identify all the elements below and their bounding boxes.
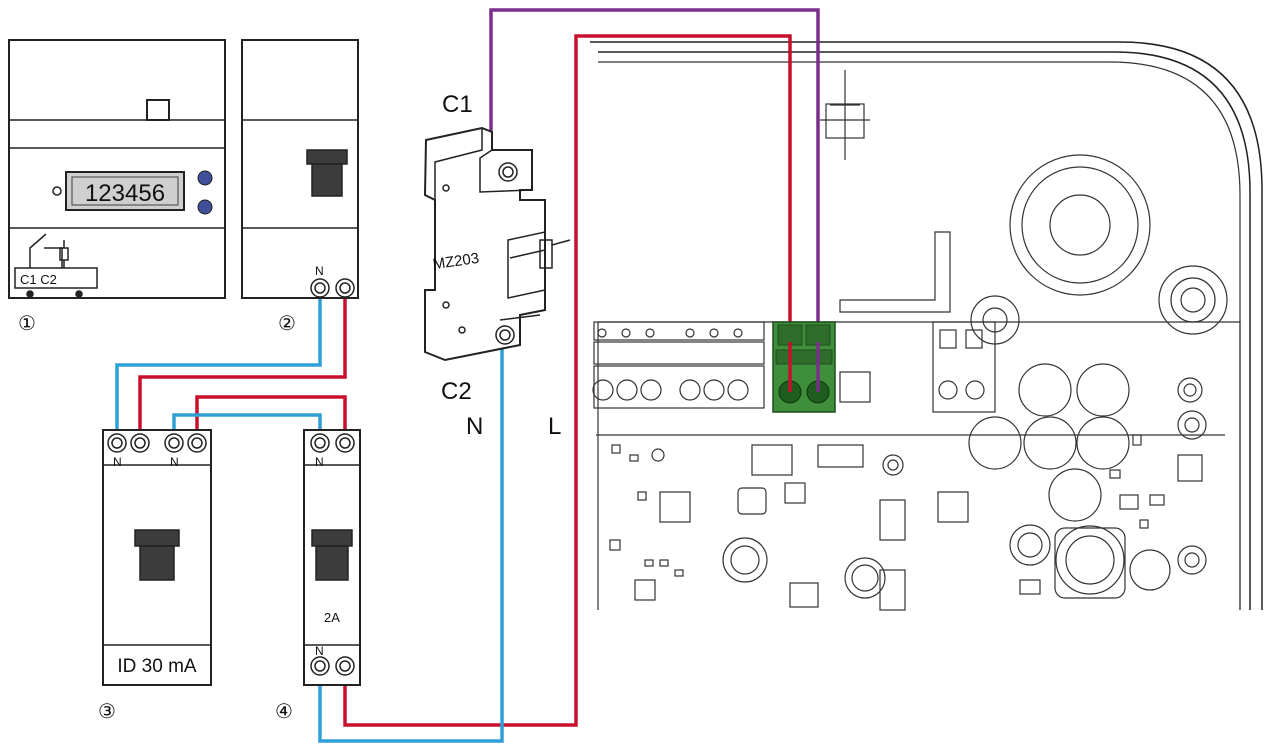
- indicator-led: [197, 170, 213, 186]
- meter-display-value: 123456: [85, 180, 165, 207]
- meter-contact-label: C1 C2: [20, 272, 57, 287]
- contactor-terminal-c2: C2: [441, 378, 472, 405]
- rcd-neutral-label-1: N: [113, 455, 122, 469]
- relay-contact-symbol: [14, 233, 98, 298]
- residual-current-device: [102, 429, 212, 686]
- indicator-led: [197, 199, 213, 215]
- wires: [115, 8, 820, 743]
- neutral-wire-label: N: [466, 413, 483, 440]
- contactor-terminal-c1: C1: [442, 91, 473, 118]
- neutral-wire-to-contactor: [318, 336, 504, 743]
- line-wire-label: L: [548, 413, 561, 440]
- main-breaker-neutral-label: N: [315, 264, 324, 278]
- contactor-model-label: MZ203: [432, 250, 481, 273]
- breaker-2a: [303, 429, 361, 686]
- device-number-3: ③: [98, 701, 116, 723]
- device-number-2: ②: [278, 313, 296, 335]
- breaker-2a-rating-label: 2A: [324, 610, 340, 625]
- energy-meter: 123456 C1 C2: [8, 39, 226, 299]
- rcd-rating-label: ID 30 mA: [117, 656, 197, 677]
- charger-input-terminal: [772, 321, 836, 413]
- control-wire: [489, 8, 820, 342]
- screw-terminal-row: [592, 321, 765, 409]
- charger-enclosure: [590, 41, 1263, 611]
- meter-display: [65, 171, 185, 211]
- breaker-2a-neutral-bottom-label: N: [315, 644, 324, 658]
- main-breaker: [241, 39, 359, 299]
- phase-wire-rcd-to-breaker: [195, 395, 347, 440]
- breaker-2a-neutral-top-label: N: [315, 455, 324, 469]
- device-number-1: ①: [18, 313, 36, 335]
- line-wire-to-charger: [343, 34, 792, 727]
- neutral-wire-main-to-rcd: [115, 290, 322, 440]
- device-number-4: ④: [275, 701, 293, 723]
- rcd-neutral-label-2: N: [170, 455, 179, 469]
- phase-wire-main-to-rcd: [138, 290, 347, 440]
- neutral-wire-rcd-to-breaker: [172, 413, 322, 440]
- contactor-mz203: [423, 126, 571, 362]
